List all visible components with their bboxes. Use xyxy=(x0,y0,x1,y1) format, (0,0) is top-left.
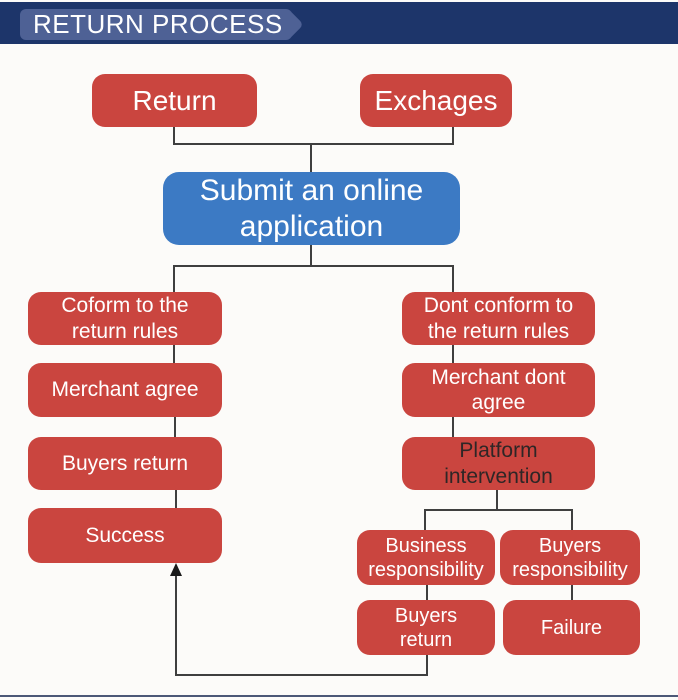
node-merchant-agree: Merchant agree xyxy=(28,363,222,417)
node-submit-online-application: Submit an online application xyxy=(163,172,460,245)
connector-line xyxy=(173,143,454,145)
connector-line xyxy=(426,585,428,600)
node-merchant-dont-agree: Merchant dont agree xyxy=(402,363,595,417)
connector-line xyxy=(310,145,312,172)
connector-line xyxy=(452,127,454,144)
connector-line xyxy=(426,655,428,676)
node-platform-intervention: Platform intervention xyxy=(402,437,595,490)
page-title: RETURN PROCESS xyxy=(33,9,283,39)
connector-line xyxy=(310,245,312,266)
connector-line xyxy=(175,574,177,674)
connector-line xyxy=(175,674,428,676)
bottom-divider xyxy=(0,695,678,697)
header-bar: RETURN PROCESS xyxy=(0,2,678,44)
connector-line xyxy=(424,511,426,530)
node-dont-conform-to-return-rules: Dont conform to the return rules xyxy=(402,292,595,345)
connector-line xyxy=(175,490,177,508)
connector-line xyxy=(173,265,454,267)
node-buyers-return-final: Buyers return xyxy=(357,600,495,655)
header-ribbon: RETURN PROCESS xyxy=(20,9,292,40)
connector-line xyxy=(452,417,454,437)
node-business-responsibility: Business responsibility xyxy=(357,530,495,585)
arrowhead-up-icon xyxy=(170,563,182,576)
connector-line xyxy=(496,490,498,510)
connector-line xyxy=(174,417,176,437)
node-failure: Failure xyxy=(503,600,640,655)
connector-line xyxy=(424,509,573,511)
connector-line xyxy=(173,127,175,144)
connector-line xyxy=(571,585,573,600)
connector-line xyxy=(452,267,454,292)
connector-line xyxy=(571,511,573,530)
node-buyers-responsibility: Buyers responsibility xyxy=(500,530,640,585)
connector-line xyxy=(452,345,454,363)
node-success: Success xyxy=(28,508,222,563)
node-conform-to-return-rules: Coform to the return rules xyxy=(28,292,222,345)
connector-line xyxy=(173,345,175,363)
node-buyers-return: Buyers return xyxy=(28,437,222,490)
node-exchages: Exchages xyxy=(360,74,512,127)
node-return: Return xyxy=(92,74,257,127)
connector-line xyxy=(173,267,175,292)
